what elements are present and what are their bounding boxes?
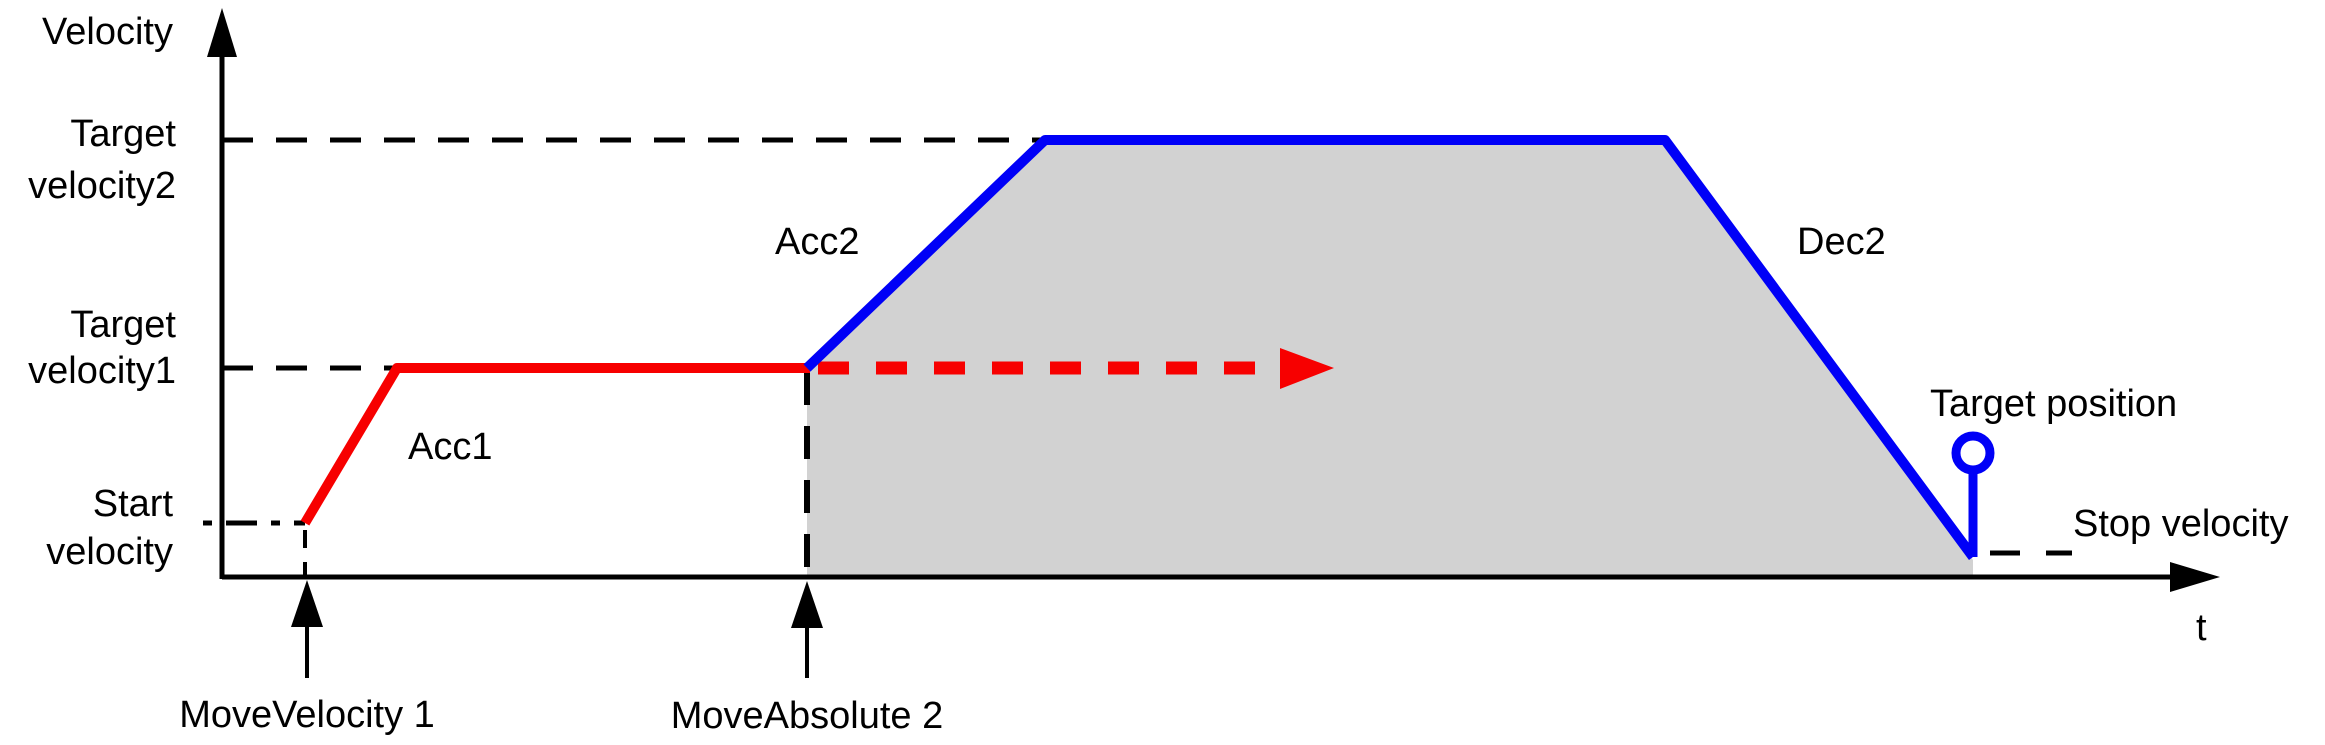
acc2-phase-label: Acc2 (775, 221, 859, 263)
target-velocity2-label-line1: Target (70, 113, 176, 155)
target-velocity2-label-line2: velocity2 (28, 165, 176, 207)
start-velocity-label-line1: Start (93, 483, 174, 525)
y-axis-arrowhead (207, 8, 237, 57)
acc1-phase-label: Acc1 (408, 426, 492, 468)
target-velocity1-label-line1: Target (70, 304, 176, 346)
moveabsolute-curve (803, 135, 1978, 560)
movevelocity-event-arrow-head (291, 580, 323, 627)
movevelocity-event-label: MoveVelocity 1 (179, 694, 435, 736)
shaded-area-under-curve (807, 140, 1973, 576)
moveabsolute-event-label: MoveAbsolute 2 (671, 695, 944, 737)
target-position-marker-circle (1951, 431, 1995, 475)
target-position-label: Target position (1930, 383, 2177, 425)
dec2-phase-label: Dec2 (1797, 221, 1886, 263)
start-velocity-label-line2: velocity (46, 531, 173, 573)
target-velocity1-label-line2: velocity1 (28, 350, 176, 392)
x-axis-label: t (2196, 607, 2207, 649)
movevelocity-continuation-arrowhead (1280, 348, 1334, 389)
moveabsolute-event-arrow-head (791, 581, 823, 628)
stop-velocity-label: Stop velocity (2073, 503, 2288, 545)
movevelocity-curve (300, 363, 810, 526)
y-axis-label: Velocity (42, 11, 173, 53)
x-axis-arrowhead (2170, 562, 2220, 592)
